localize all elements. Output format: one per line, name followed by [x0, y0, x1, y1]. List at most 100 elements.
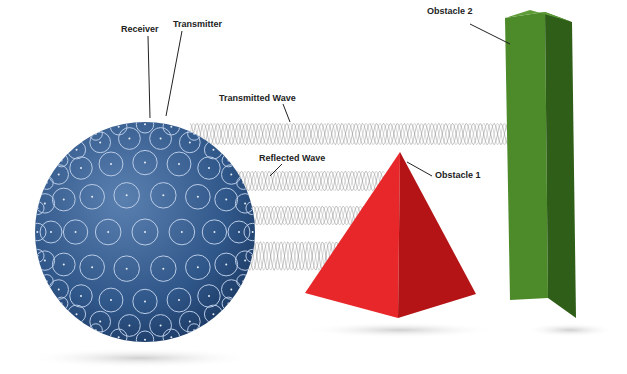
tile [188, 324, 201, 337]
tile [167, 152, 191, 176]
tile-dot [76, 313, 78, 315]
tile-dot [178, 299, 180, 301]
tile-dot [37, 207, 39, 209]
tile [228, 221, 250, 243]
callout-label: Transmitter [172, 19, 223, 30]
tile-dot [95, 329, 97, 331]
tile-dot [212, 149, 214, 151]
tile-dot [58, 289, 60, 291]
tile [119, 315, 141, 337]
tile [188, 127, 201, 140]
callout-label: Receiver [120, 24, 160, 35]
tile-dot [63, 199, 65, 201]
tile [40, 176, 53, 189]
tile [198, 285, 220, 307]
tile-dot [118, 336, 120, 338]
tile-dot [212, 313, 214, 315]
tile [150, 315, 172, 337]
tile-dot [225, 199, 227, 201]
tile-dot [242, 182, 244, 184]
callout-label: Obstacle 1 [434, 170, 482, 181]
leader-lines [148, 24, 510, 176]
pyramid-front-face [305, 152, 400, 318]
tile [63, 220, 87, 244]
tile-dot [144, 162, 146, 164]
tile-dot [91, 196, 93, 198]
tile [114, 183, 139, 208]
tile-dot [193, 133, 195, 135]
tile-dot [208, 295, 210, 297]
tile [222, 297, 235, 310]
slab-shadow [525, 323, 615, 337]
tile [70, 285, 92, 307]
tile-dot [76, 149, 78, 151]
tile-dot [189, 141, 191, 143]
tile-dot [252, 231, 254, 233]
callout-label: Reflected Wave [258, 153, 326, 164]
callout-label: Obstacle 2 [426, 6, 474, 17]
tile-dot [80, 295, 82, 297]
tile-dot [208, 167, 210, 169]
tile-dot [160, 324, 162, 326]
tile [70, 157, 92, 179]
tile [35, 194, 54, 213]
tile-dot [162, 194, 164, 196]
tile-dot [242, 280, 244, 282]
tile [95, 219, 121, 245]
tile [110, 118, 127, 135]
tile-dot [58, 173, 60, 175]
tile-dot [197, 266, 199, 268]
tile [163, 118, 180, 135]
tile [215, 253, 238, 276]
tile [179, 311, 200, 332]
tile [163, 329, 180, 346]
slab-side-face [545, 12, 576, 318]
tile [80, 184, 105, 209]
tile-dot [213, 231, 215, 233]
sphere [35, 122, 255, 342]
tile [222, 165, 242, 185]
tile-dot [75, 231, 77, 233]
tile [119, 128, 141, 150]
tile-dot [144, 300, 146, 302]
tile-dot [63, 263, 65, 265]
pyramid-shadow [305, 322, 495, 338]
wave-stroke [190, 123, 525, 145]
sphere-shadow [25, 348, 255, 368]
tile-dot [60, 159, 62, 161]
tile-dot [228, 159, 230, 161]
tile [151, 183, 176, 208]
tile-dot [238, 231, 240, 233]
slab-top-face [505, 10, 572, 22]
tile [40, 275, 53, 288]
tile-dot [144, 123, 146, 125]
tile [222, 280, 242, 300]
tile [68, 305, 86, 323]
tile [90, 311, 111, 332]
tile [215, 188, 238, 211]
tile-dot [225, 263, 227, 265]
tile-dot [99, 141, 101, 143]
tile [52, 253, 75, 276]
tile-dot [46, 280, 48, 282]
tile-dot [80, 167, 82, 169]
tile-dot [230, 173, 232, 175]
tile-dot [44, 202, 46, 204]
tile [186, 255, 211, 280]
tile [169, 219, 195, 245]
tile [68, 141, 86, 159]
tile-dot [128, 324, 130, 326]
tile-dot [37, 255, 39, 257]
tile [235, 194, 254, 213]
tile [150, 128, 172, 150]
tile-dot [118, 126, 120, 128]
tile-dot [170, 126, 172, 128]
tile [40, 221, 62, 243]
tile-dot [244, 202, 246, 204]
tile [204, 141, 222, 159]
tile [55, 297, 68, 310]
tile [89, 324, 102, 337]
tile [198, 157, 220, 179]
